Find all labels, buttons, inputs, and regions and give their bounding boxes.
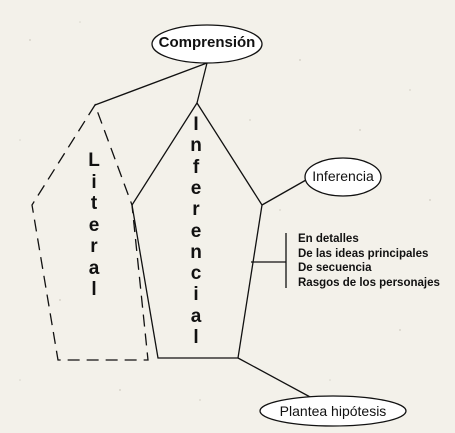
vertical-letter: l bbox=[193, 327, 199, 348]
paper-texture bbox=[19, 21, 431, 401]
connector-hipotesis bbox=[237, 357, 313, 399]
vertical-letter: I bbox=[193, 114, 199, 135]
vertical-letter: a bbox=[190, 305, 202, 327]
vertical-letter: r bbox=[192, 199, 200, 221]
connector-title-inferencial bbox=[196, 62, 208, 104]
literal-shape bbox=[31, 103, 149, 361]
hipotesis-label: Plantea hipótesis bbox=[279, 403, 387, 419]
connector-title-literal bbox=[94, 62, 208, 106]
type-item: De secuencia bbox=[298, 262, 372, 274]
type-item: En detalles bbox=[298, 233, 359, 245]
vertical-letter: e bbox=[190, 220, 202, 242]
inference-types-list: En detalles De las ideas principales De … bbox=[298, 232, 440, 290]
vertical-letter: a bbox=[88, 257, 100, 279]
vertical-letter: f bbox=[192, 156, 200, 178]
vertical-letter: t bbox=[90, 193, 98, 214]
vertical-letter: c bbox=[190, 263, 202, 285]
vertical-letter: i bbox=[91, 171, 97, 193]
vertical-letter: e bbox=[88, 214, 100, 236]
type-item: Rasgos de los personajes bbox=[298, 276, 440, 289]
vertical-letter: L bbox=[88, 150, 100, 171]
vertical-letter: n bbox=[190, 241, 202, 263]
vertical-letter: r bbox=[90, 236, 98, 257]
vertical-letter: l bbox=[91, 279, 97, 300]
vertical-letter: n bbox=[190, 135, 202, 157]
connector-inferencia bbox=[261, 179, 307, 206]
title-ellipse bbox=[151, 24, 263, 64]
vertical-letter: e bbox=[190, 177, 202, 199]
inferencial-shape bbox=[131, 101, 263, 359]
inferencia-ellipse bbox=[304, 157, 382, 197]
type-item: De las ideas principales bbox=[298, 247, 429, 260]
hipotesis-ellipse bbox=[259, 395, 407, 427]
inferencia-label: Inferencia bbox=[312, 168, 374, 184]
vertical-letter: i bbox=[193, 284, 199, 306]
title-label: Comprensión bbox=[158, 34, 256, 51]
